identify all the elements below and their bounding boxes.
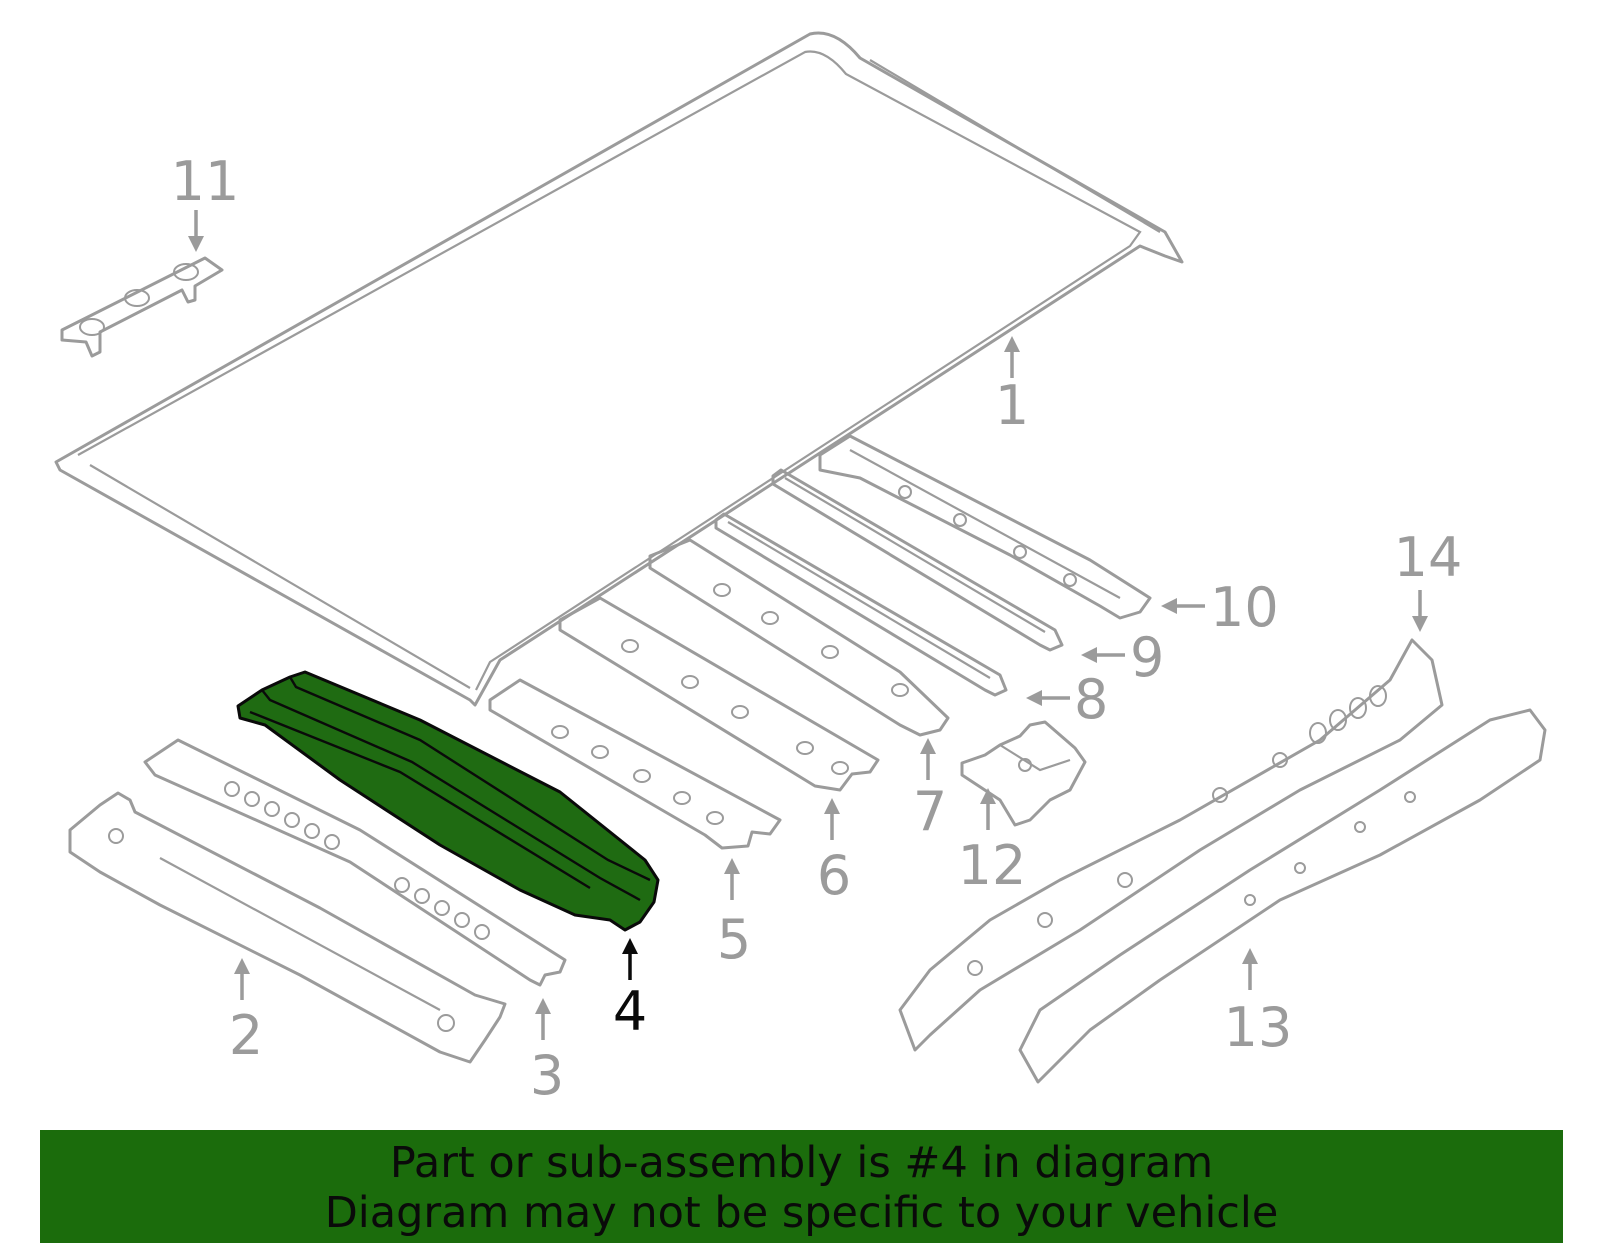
part-info-banner: Part or sub-assembly is #4 in diagram Di… bbox=[40, 1130, 1563, 1243]
callout-12: 12 bbox=[958, 788, 1027, 897]
part-4-roof-bow-highlighted[interactable] bbox=[236, 670, 660, 932]
callout-13: 13 bbox=[1224, 948, 1293, 1059]
svg-text:11: 11 bbox=[171, 150, 240, 213]
part-6-roof-bow[interactable] bbox=[558, 596, 880, 792]
part-5-roof-bow[interactable] bbox=[488, 678, 782, 850]
callout-3: 3 bbox=[530, 998, 564, 1107]
callout-2: 2 bbox=[229, 958, 263, 1067]
callout-6: 6 bbox=[817, 798, 851, 907]
banner-line-disclaimer: Diagram may not be specific to your vehi… bbox=[324, 1188, 1279, 1238]
callout-14: 14 bbox=[1394, 526, 1463, 632]
svg-text:2: 2 bbox=[229, 1004, 263, 1067]
part-3-roof-bow[interactable] bbox=[143, 738, 567, 987]
parts-diagram: 1 2 3 4 5 6 7 8 9 bbox=[54, 31, 1547, 1107]
part-11-bracket[interactable] bbox=[60, 256, 224, 358]
callout-11: 11 bbox=[171, 150, 240, 252]
callout-10: 10 bbox=[1161, 576, 1279, 639]
part-1-roof-panel[interactable] bbox=[54, 31, 1184, 707]
svg-text:3: 3 bbox=[530, 1044, 564, 1107]
callout-4: 4 bbox=[613, 938, 647, 1043]
svg-text:14: 14 bbox=[1394, 526, 1463, 589]
callout-7: 7 bbox=[913, 738, 947, 843]
part-8-roof-rail[interactable] bbox=[714, 512, 1008, 697]
svg-text:1: 1 bbox=[995, 374, 1029, 437]
part-12-bracket[interactable] bbox=[960, 720, 1087, 827]
svg-text:13: 13 bbox=[1224, 996, 1293, 1059]
svg-text:12: 12 bbox=[958, 834, 1027, 897]
callout-9: 9 bbox=[1081, 626, 1164, 689]
callout-5: 5 bbox=[717, 858, 751, 971]
svg-text:4: 4 bbox=[613, 980, 647, 1043]
svg-text:6: 6 bbox=[817, 844, 851, 907]
svg-text:9: 9 bbox=[1130, 626, 1164, 689]
part-9-roof-rail[interactable] bbox=[771, 468, 1064, 652]
callout-8: 8 bbox=[1026, 668, 1108, 731]
part-14-side-rail[interactable] bbox=[898, 638, 1444, 1052]
part-2-front-header[interactable] bbox=[68, 791, 507, 1064]
svg-text:5: 5 bbox=[717, 908, 751, 971]
part-13-side-rail[interactable] bbox=[1018, 708, 1547, 1084]
part-10-rear-header[interactable] bbox=[818, 434, 1152, 620]
banner-line-part: Part or sub-assembly is #4 in diagram bbox=[389, 1138, 1214, 1188]
svg-text:8: 8 bbox=[1074, 668, 1108, 731]
svg-text:7: 7 bbox=[913, 780, 947, 843]
part-7-roof-bow[interactable] bbox=[648, 538, 950, 737]
svg-text:10: 10 bbox=[1210, 576, 1279, 639]
callout-1: 1 bbox=[995, 336, 1029, 437]
